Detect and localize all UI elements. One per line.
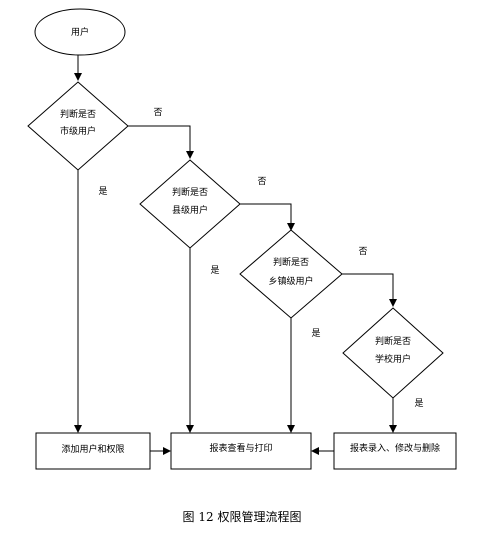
decision-town-line1: 判断是否 (273, 256, 309, 268)
arrow-d1-no-to-d2 (128, 125, 194, 159)
arrow-d2-no-to-d3 (240, 203, 295, 231)
decision-school-line2: 学校用户 (375, 353, 411, 365)
decision-school-user (342, 307, 444, 399)
report-edit-label: 报表录入、修改与删除 (350, 442, 440, 454)
decision-city-line1: 判断是否 (60, 108, 96, 120)
process-add-user (35, 432, 151, 470)
decision-school-line1: 判断是否 (375, 335, 411, 347)
edge-yes-label: 是 (414, 398, 423, 409)
decision-city-user (27, 81, 129, 171)
edge-no-label: 否 (153, 107, 162, 118)
figure-caption: 图 12 权限管理流程图 (182, 510, 302, 524)
decision-county-user (139, 159, 241, 249)
report-view-label: 报表查看与打印 (209, 442, 272, 454)
edge-no-label: 否 (358, 246, 367, 257)
process-report-view (170, 432, 312, 470)
start-node (34, 8, 126, 56)
start-label: 用户 (71, 26, 89, 38)
decision-town-line2: 乡镇级用户 (268, 275, 313, 287)
arrow-d3-no-to-d4 (342, 273, 397, 307)
edge-yes-label: 是 (98, 186, 107, 197)
edge-yes-label: 是 (210, 265, 219, 276)
decision-county-line1: 判断是否 (172, 186, 208, 198)
process-report-edit (333, 432, 457, 470)
decision-county-line2: 县级用户 (172, 204, 208, 216)
add-user-label: 添加用户和权限 (61, 443, 124, 455)
edge-yes-label: 是 (311, 328, 320, 339)
connectors (74, 55, 397, 455)
edge-no-label: 否 (257, 176, 266, 187)
decision-city-line2: 市级用户 (60, 125, 96, 137)
decision-town-user (239, 229, 343, 319)
